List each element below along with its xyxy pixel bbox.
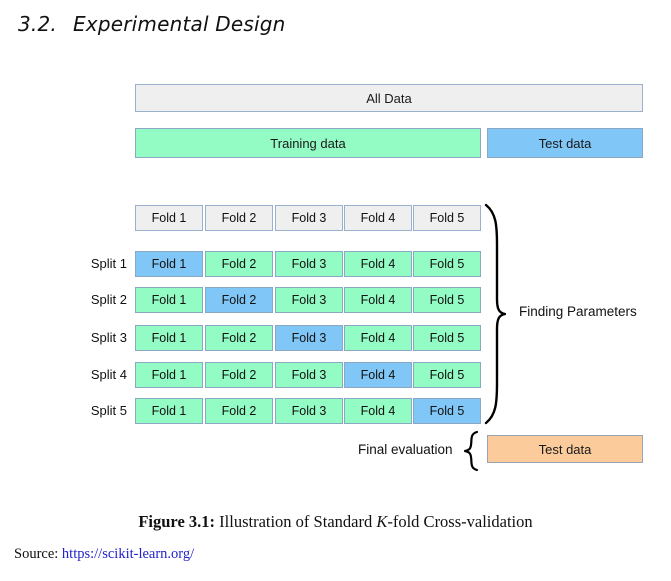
section-title: Experimental Design: [72, 12, 286, 36]
all-data-bar: All Data: [135, 84, 643, 112]
fold-cell-training: Fold 3: [275, 362, 343, 388]
fold-header-cell: Fold 2: [205, 205, 273, 231]
finding-parameters-label: Finding Parameters: [519, 304, 637, 319]
fold-cell-training: Fold 4: [344, 398, 412, 424]
split-label: Split 3: [90, 330, 127, 345]
source-url-link[interactable]: https://scikit-learn.org/: [61, 546, 195, 562]
fold-cell-training: Fold 5: [413, 325, 481, 351]
fold-cell-training: Fold 2: [205, 398, 273, 424]
split-label: Split 4: [90, 367, 127, 382]
fold-cell-training: Fold 1: [135, 362, 203, 388]
fold-cell-training: Fold 3: [275, 287, 343, 313]
fold-cell-validation: Fold 1: [135, 251, 203, 277]
split-label: Split 5: [90, 403, 127, 418]
source-line: Source: https://scikit-learn.org/: [14, 546, 194, 563]
section-heading: 3.2. Experimental Design: [18, 12, 286, 36]
finding-parameters-brace: [484, 203, 506, 425]
fold-header-cell: Fold 3: [275, 205, 343, 231]
split-label: Split 2: [90, 292, 127, 307]
fold-cell-training: Fold 5: [413, 287, 481, 313]
fold-cell-validation: Fold 3: [275, 325, 343, 351]
fold-header-cell: Fold 4: [344, 205, 412, 231]
figure-caption-k-symbol: K: [376, 512, 388, 531]
final-evaluation-label: Final evaluation: [358, 442, 453, 457]
fold-header-cell: Fold 5: [413, 205, 481, 231]
final-evaluation-brace: [463, 430, 479, 472]
fold-cell-validation: Fold 2: [205, 287, 273, 313]
fold-cell-validation: Fold 4: [344, 362, 412, 388]
test-data-bar: Test data: [487, 128, 643, 158]
fold-cell-training: Fold 3: [275, 398, 343, 424]
fold-cell-validation: Fold 5: [413, 398, 481, 424]
fold-cell-training: Fold 1: [135, 398, 203, 424]
fold-cell-training: Fold 4: [344, 251, 412, 277]
final-test-data-bar: Test data: [487, 435, 643, 463]
figure-caption-text-before: Illustration of Standard: [215, 512, 377, 531]
fold-cell-training: Fold 1: [135, 325, 203, 351]
source-prefix: Source:: [14, 546, 59, 562]
fold-cell-training: Fold 4: [344, 287, 412, 313]
section-number: 3.2.: [18, 12, 57, 36]
figure-caption-label: Figure 3.1:: [138, 512, 216, 531]
fold-cell-training: Fold 3: [275, 251, 343, 277]
fold-cell-training: Fold 5: [413, 362, 481, 388]
figure-caption: Figure 3.1: Illustration of Standard K-f…: [0, 512, 671, 532]
fold-cell-training: Fold 2: [205, 325, 273, 351]
split-label: Split 1: [90, 256, 127, 271]
fold-cell-training: Fold 2: [205, 362, 273, 388]
fold-cell-training: Fold 4: [344, 325, 412, 351]
fold-cell-training: Fold 2: [205, 251, 273, 277]
figure-caption-text-after: -fold Cross-validation: [387, 512, 533, 531]
training-data-bar: Training data: [135, 128, 481, 158]
fold-cell-training: Fold 5: [413, 251, 481, 277]
fold-cell-training: Fold 1: [135, 287, 203, 313]
fold-header-cell: Fold 1: [135, 205, 203, 231]
